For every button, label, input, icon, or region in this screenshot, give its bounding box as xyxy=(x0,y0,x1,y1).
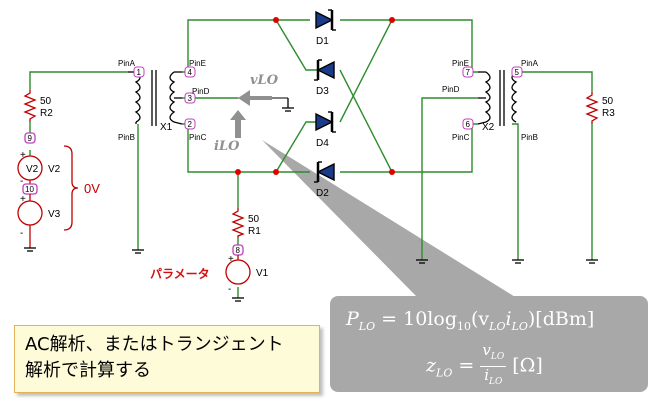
v2-minus: - xyxy=(20,176,23,187)
x1-pin-b: PinB xyxy=(118,133,135,142)
x2-pin-b: PinB xyxy=(521,133,538,142)
bias-label: 0V xyxy=(84,181,100,196)
x2-label: X2 xyxy=(482,122,495,133)
callout-pointer xyxy=(262,140,520,300)
v-lo-arrow xyxy=(238,90,288,106)
x2-node-5: 5 xyxy=(515,68,520,77)
x2-pin-d: PinD xyxy=(442,85,460,94)
diode-d2 xyxy=(314,161,335,183)
r3-value: 50 xyxy=(602,96,614,107)
r2-value: 50 xyxy=(40,96,52,107)
d3-label: D3 xyxy=(316,86,329,97)
v2-plus: + xyxy=(20,150,26,161)
diode-d4 xyxy=(315,111,336,133)
x2-node-6: 6 xyxy=(466,120,471,129)
v3-minus: - xyxy=(20,228,23,239)
x2-pin-a: PinA xyxy=(521,59,539,68)
resistor-r3 xyxy=(585,92,599,124)
d1-label: D1 xyxy=(316,36,329,47)
bias-brace xyxy=(63,145,79,231)
equation-callout: PLO = 10log10(vLOiLO)[dBm] zLO = vLO iLO… xyxy=(330,296,648,392)
r2-label: R2 xyxy=(40,108,53,119)
resistor-r1 xyxy=(231,208,245,238)
r3-label: R3 xyxy=(602,108,615,119)
note-line-1: AC解析、またはトランジェント xyxy=(25,334,284,355)
wire-junctions xyxy=(235,17,395,175)
r1-label: R1 xyxy=(248,226,261,237)
x1-node-3: 3 xyxy=(188,94,193,103)
r1-value: 50 xyxy=(248,214,260,225)
i-lo-arrow xyxy=(230,110,246,138)
x2-pin-markers xyxy=(462,66,523,130)
x1-node-4: 4 xyxy=(188,68,193,77)
source-v3 xyxy=(17,183,43,248)
x2-node-7: 7 xyxy=(466,68,471,77)
x1-node-1: 1 xyxy=(137,68,142,77)
source-v2 xyxy=(17,132,43,184)
diode-d1 xyxy=(315,9,336,31)
d4-label: D4 xyxy=(316,138,329,149)
note-line-2: 解析で計算する xyxy=(25,360,151,381)
transformer-x2 xyxy=(477,70,518,126)
x2-pin-e: PinE xyxy=(452,59,469,68)
wires xyxy=(29,19,593,298)
v2-label-outer: V2 xyxy=(48,164,61,175)
v3-plus: + xyxy=(20,194,26,205)
x1-node-2: 2 xyxy=(188,120,193,129)
x1-pin-d: PinD xyxy=(192,87,210,96)
x1-label: X1 xyxy=(160,122,173,133)
resistor-r2 xyxy=(23,90,37,122)
v1-param-label: パラメータ xyxy=(150,267,210,281)
transformer-x1 xyxy=(128,70,183,126)
impedance-fraction: vLO iLO xyxy=(480,341,507,387)
x1-pin-e: PinE xyxy=(189,59,206,68)
x1-pin-markers xyxy=(133,66,196,130)
v1-label: V1 xyxy=(256,268,269,279)
v3-label: V3 xyxy=(48,209,61,220)
diode-d3 xyxy=(314,59,335,81)
impedance-equation: zLO = vLO iLO [Ω] xyxy=(426,342,543,391)
v2-label: V2 xyxy=(26,164,39,175)
power-equation: PLO = 10log10(vLOiLO)[dBm] xyxy=(346,308,595,333)
i-lo-label: iLO xyxy=(214,139,240,154)
v3-node: 10 xyxy=(25,185,34,194)
v2-node: 9 xyxy=(28,134,33,143)
d2-label: D2 xyxy=(316,188,329,199)
x1-pin-a: PinA xyxy=(118,59,136,68)
v-lo-label: vLO xyxy=(250,73,279,88)
analysis-note: AC解析、またはトランジェント 解析で計算する xyxy=(14,325,320,393)
source-v1 xyxy=(225,244,251,285)
v1-plus: + xyxy=(228,254,234,265)
x1-pin-c: PinC xyxy=(189,133,207,142)
x2-pin-c: PinC xyxy=(452,133,470,142)
ground-symbols xyxy=(24,98,598,302)
v1-node: 8 xyxy=(236,246,241,255)
v1-minus: - xyxy=(228,284,231,295)
